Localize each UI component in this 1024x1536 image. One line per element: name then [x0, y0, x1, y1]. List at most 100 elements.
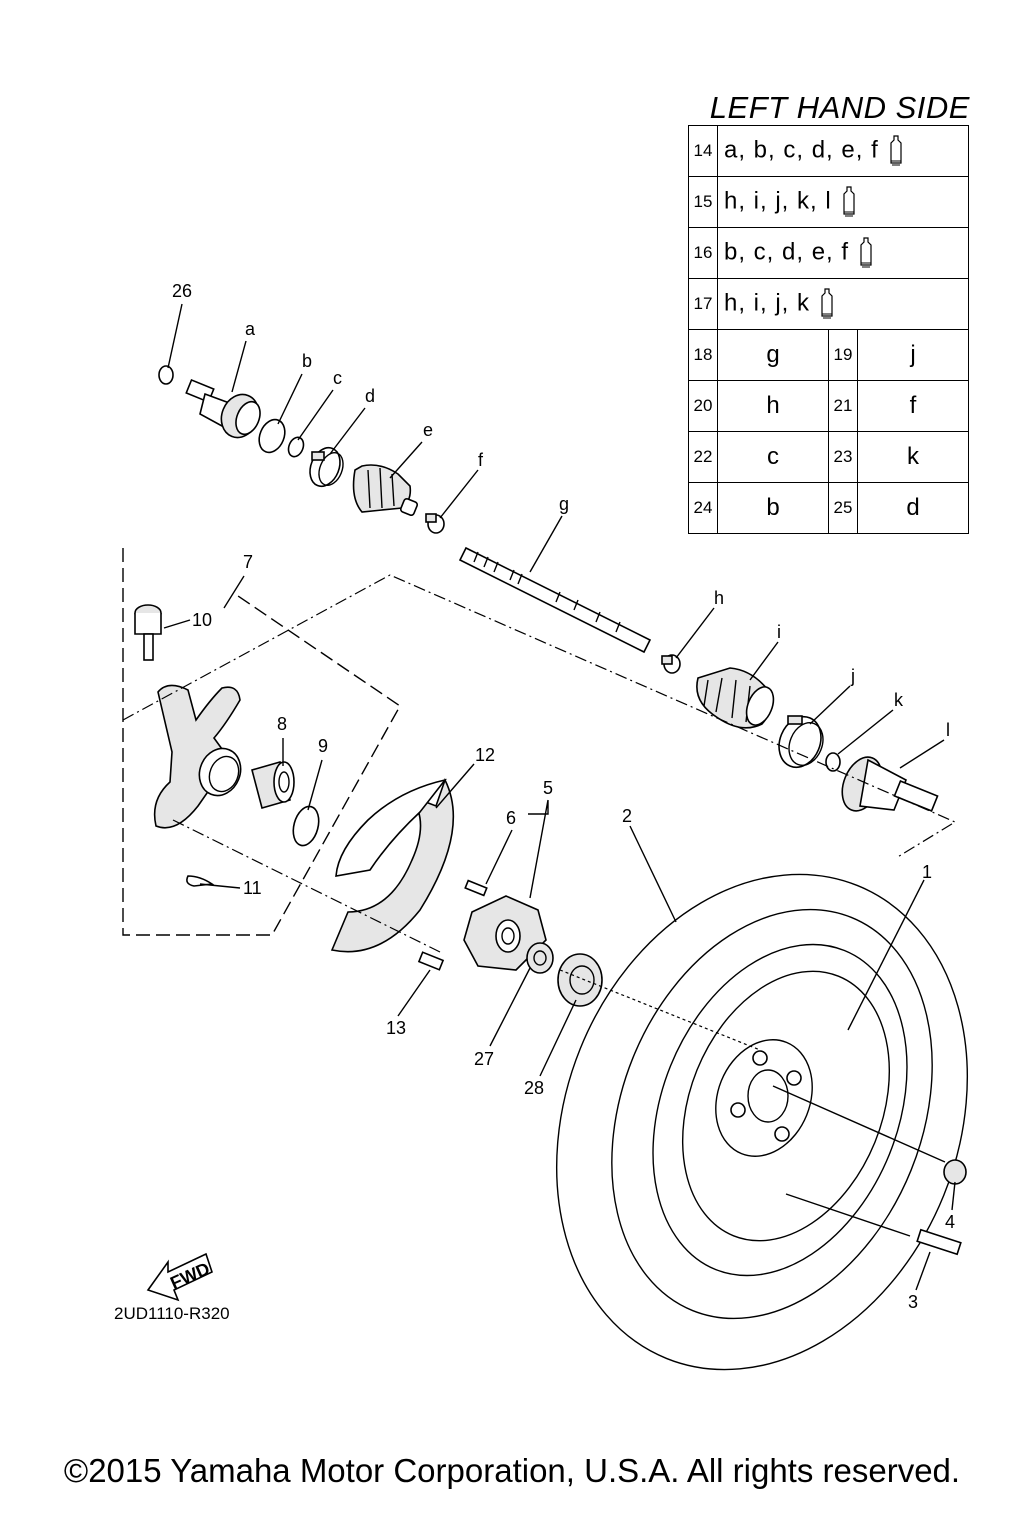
wheel-rim-1 — [652, 943, 908, 1277]
row-num: 18 — [688, 329, 718, 381]
band-d — [309, 446, 344, 488]
row-value: g — [717, 329, 829, 381]
row-num: 22 — [688, 431, 718, 483]
callout-1: 1 — [922, 862, 932, 882]
row-value: d — [857, 482, 969, 534]
cv-joint-l — [841, 756, 939, 812]
row-num: 14 — [688, 125, 718, 177]
callout-a: a — [245, 319, 256, 339]
grease-tube-icon — [843, 186, 855, 217]
row-num: 17 — [688, 278, 718, 330]
callout-k: k — [894, 690, 904, 710]
table-title: LEFT HAND SIDE — [709, 90, 970, 125]
callout-c: c — [333, 368, 342, 388]
callout-h: h — [714, 588, 724, 608]
callout-i: i — [777, 622, 781, 642]
brake-disc-12 — [330, 777, 455, 953]
inner-cv-kit — [158, 365, 445, 534]
circlip-k — [825, 752, 841, 772]
knuckle-group-outline — [122, 548, 401, 936]
grease-tube-icon — [860, 237, 872, 268]
callout-7: 7 — [243, 552, 253, 572]
callout-13: 13 — [386, 1018, 406, 1038]
table-row: 20 h 21 f — [688, 380, 969, 432]
knuckle-7 — [153, 684, 242, 829]
row-value: b — [717, 482, 829, 534]
row-value: h, i, j, k, l — [717, 176, 969, 228]
projection-frame — [122, 574, 957, 859]
table-row: 17 h, i, j, k — [688, 278, 969, 330]
callout-labels: 26 a b c d e f g h i j k l 7 10 8 9 11 1… — [172, 281, 955, 1312]
callout-8: 8 — [277, 714, 287, 734]
row-value: j — [857, 329, 969, 381]
valve-3 — [916, 1228, 962, 1256]
row-num: 16 — [688, 227, 718, 279]
nut-27 — [526, 942, 554, 974]
fwd-arrow-icon: FWD — [146, 1252, 213, 1302]
bearing-8 — [251, 761, 295, 809]
callout-11: 11 — [243, 878, 262, 898]
boot-e — [352, 464, 419, 517]
callout-4: 4 — [945, 1212, 955, 1232]
drive-shaft-g — [458, 546, 652, 654]
row-num: 15 — [688, 176, 718, 228]
callout-27: 27 — [474, 1049, 494, 1069]
callout-j: j — [850, 666, 855, 686]
callout-5: 5 — [543, 778, 553, 798]
callout-f: f — [478, 450, 484, 470]
circlip-26 — [158, 365, 174, 385]
row-num: 20 — [688, 380, 718, 432]
circlip-9 — [292, 805, 320, 847]
row-value: k — [857, 431, 969, 483]
callout-e: e — [423, 420, 433, 440]
table-row: 24 b 25 d — [688, 482, 969, 534]
callout-2: 2 — [622, 806, 632, 826]
copyright-notice: ©2015 Yamaha Motor Corporation, U.S.A. A… — [63, 1452, 961, 1489]
row-num: 21 — [828, 380, 858, 432]
callout-26: 26 — [172, 281, 192, 301]
band-j — [778, 715, 824, 769]
cv-joint-a — [185, 378, 261, 439]
callout-12: 12 — [475, 745, 495, 765]
ring-c — [287, 436, 305, 458]
row-value: c — [717, 431, 829, 483]
table-row: 15 h, i, j, k, l — [688, 176, 969, 228]
grease-tube-icon — [821, 288, 833, 319]
row-num: 24 — [688, 482, 718, 534]
boot-i — [696, 667, 775, 729]
row-num: 25 — [828, 482, 858, 534]
row-value: b, c, d, e, f — [717, 227, 969, 279]
row-value: h, i, j, k — [717, 278, 969, 330]
grease-tube-icon — [890, 135, 902, 166]
leader-lines — [163, 303, 956, 1291]
callout-10: 10 — [192, 610, 212, 630]
table-row: 22 c 23 k — [688, 431, 969, 483]
oring-b — [258, 418, 286, 454]
hub-5 — [463, 879, 547, 971]
lug-nut-4 — [943, 1159, 967, 1185]
band-f — [425, 513, 445, 534]
callout-9: 9 — [318, 736, 328, 756]
callout-3: 3 — [908, 1292, 918, 1312]
outer-cv-kit — [661, 654, 939, 812]
callout-6: 6 — [506, 808, 516, 828]
kit-contents-table: 14 a, b, c, d, e, f 15 h, i, j, k, l 16 … — [688, 125, 969, 534]
tire-2 — [555, 873, 969, 1371]
callout-28: 28 — [524, 1078, 544, 1098]
table-row: 14 a, b, c, d, e, f — [688, 125, 969, 177]
wheel-tire-assembly — [555, 873, 969, 1371]
row-value: h — [717, 380, 829, 432]
row-value: f — [857, 380, 969, 432]
ball-joint-10 — [134, 604, 162, 661]
bolt-13 — [417, 951, 445, 971]
callout-d: d — [365, 386, 375, 406]
callout-l: l — [946, 720, 950, 740]
callout-g: g — [559, 494, 569, 514]
callout-b: b — [302, 351, 312, 371]
row-value: a, b, c, d, e, f — [717, 125, 969, 177]
row-num: 19 — [828, 329, 858, 381]
table-row: 16 b, c, d, e, f — [688, 227, 969, 279]
diagram-code: 2UD1110-R320 — [114, 1304, 230, 1323]
hub-cap-28 — [557, 953, 603, 1007]
